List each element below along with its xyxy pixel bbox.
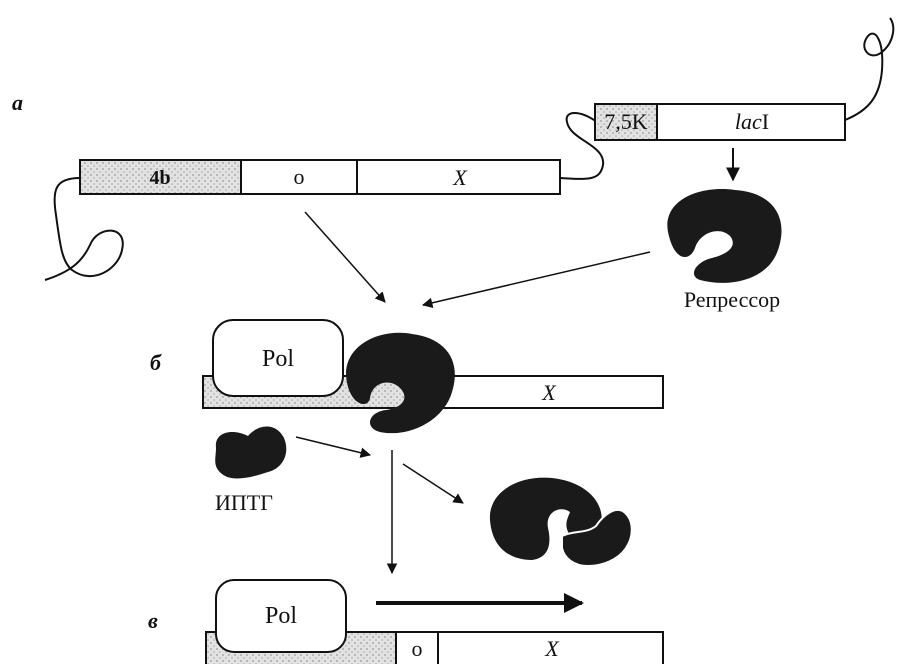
- pol-label-repressed: Pol: [262, 346, 294, 372]
- laci-gene-block: [656, 103, 846, 141]
- repressor-bound-shape: [345, 332, 455, 434]
- dna-strand-left: [44, 177, 124, 281]
- laci-gene-label: lacI: [735, 109, 769, 134]
- laci-gene-label-suffix: I: [762, 109, 769, 134]
- construct-4b-o-x: 4b o X: [79, 159, 561, 195]
- pol-label-active: Pol: [265, 603, 297, 629]
- gene-x-label-active: X: [544, 636, 560, 661]
- promoter-7-5k-label: 7,5K: [604, 109, 648, 134]
- dna-strand-right: [844, 17, 895, 121]
- gene-x-label-repressed: X: [541, 380, 557, 405]
- repressor-label: Репрессор: [684, 287, 780, 312]
- promoter-4b-label: 4b: [149, 167, 170, 189]
- construct-7-5k-laci: 7,5K lacI: [594, 103, 846, 141]
- pol-box-active: [215, 579, 347, 653]
- operator-block-active: [395, 631, 439, 667]
- released-inducer-shape: [561, 508, 633, 568]
- pol-box-repressed: [212, 319, 344, 397]
- panel-label-a: а: [12, 90, 23, 115]
- gene-x-block: [356, 159, 561, 195]
- inducer-molecule-shape: [215, 426, 287, 479]
- arrow-repressor-to-complex: [421, 251, 651, 308]
- arrow-inducer-to-complex: [295, 436, 372, 458]
- panel-label-c: в: [148, 608, 158, 633]
- gene-x-block-repressed: [434, 375, 664, 409]
- operator-label: o: [294, 164, 305, 189]
- laci-gene-label-prefix: lac: [735, 109, 762, 134]
- arrow-construct-to-complex: [304, 211, 386, 303]
- dna-strand-middle: [559, 112, 605, 180]
- panel-label-b: б: [150, 350, 162, 375]
- repressor-protein-shape: [667, 189, 782, 283]
- gene-x-block-active: [437, 631, 664, 667]
- arrow-complex-to-released: [402, 463, 464, 504]
- inducer-label: ИПТГ: [215, 490, 273, 515]
- gene-x-label: X: [452, 165, 468, 190]
- operator-label-active: o: [412, 636, 423, 661]
- promoter-7-5k-block: [594, 103, 658, 141]
